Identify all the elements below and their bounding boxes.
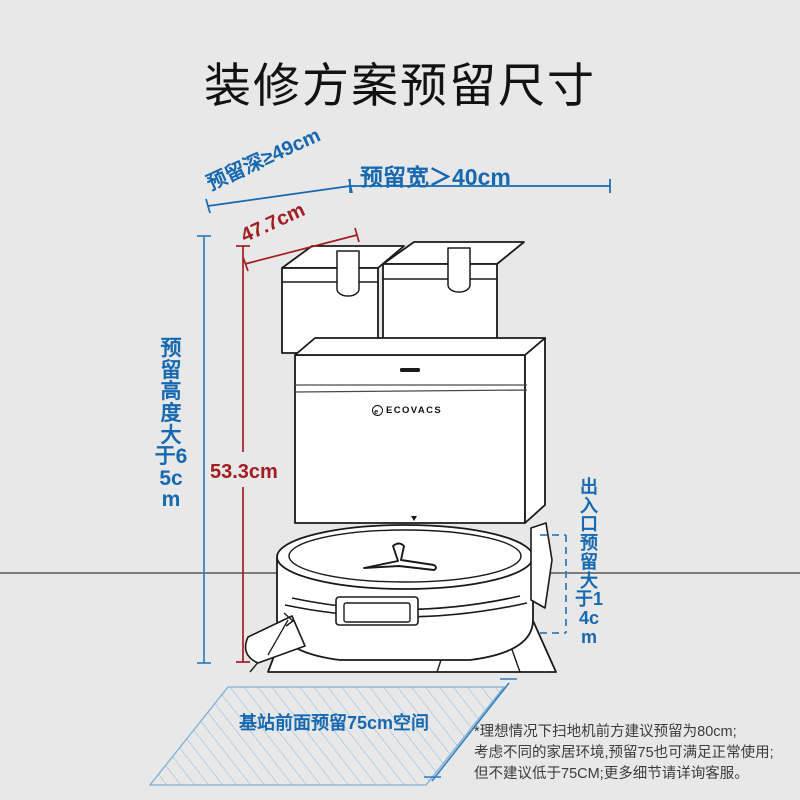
robot-vacuum — [244, 522, 553, 664]
robot-tri-mark — [363, 542, 437, 571]
robot-mop-pad — [244, 615, 306, 664]
ecovacs-wordmark: ECOVACS — [386, 405, 443, 416]
floor-clearance-label: 基站前面预留75cm空间 — [239, 713, 430, 733]
dock-indicator-slot — [400, 368, 420, 372]
ecovacs-mark-icon: e — [372, 405, 383, 416]
dock-led — [411, 516, 417, 521]
product-height-dimension-line — [236, 245, 250, 663]
dock-body — [294, 337, 546, 524]
depth-dimension-line — [205, 178, 353, 214]
robot-sensor-window — [335, 596, 419, 626]
footnote-text: *理想情况下扫地机前方建议预留为80cm; 考虑不同的家居环境,预留75也可满足… — [474, 724, 774, 783]
height-dimension-line — [197, 235, 211, 664]
floor-clearance-area — [148, 686, 506, 786]
page-title: 装修方案预留尺寸 — [204, 59, 596, 112]
robot-top — [276, 524, 534, 590]
entry-clearance-label: 出入口预留大于14cm — [575, 477, 604, 647]
entry-clearance-bracket — [540, 534, 567, 634]
water-tank-right — [382, 241, 525, 349]
height-required-label: 预留高度大于65cm — [154, 337, 188, 512]
dock-station — [249, 241, 557, 673]
water-tank-left — [281, 245, 405, 354]
floor-clearance-dimension — [424, 678, 517, 782]
product-height-label: 53.3cm — [210, 461, 278, 483]
ecovacs-logo: e ECOVACS — [372, 405, 442, 416]
width-required-label: 预留宽＞40cm — [360, 164, 511, 190]
